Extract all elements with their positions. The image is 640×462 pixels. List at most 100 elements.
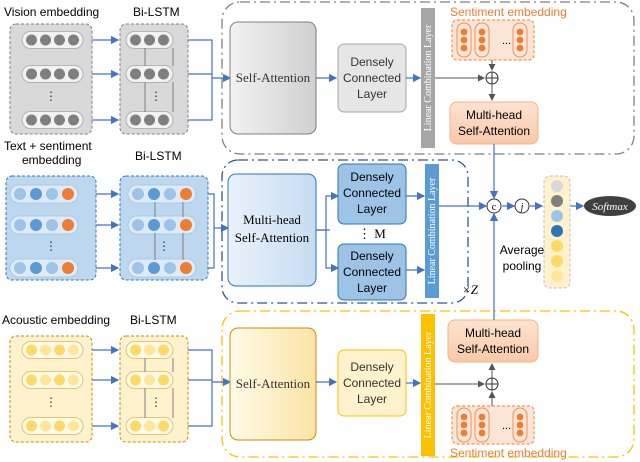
linear-comb-mid-label: Linear Combination Layer — [427, 177, 438, 284]
vision-module-border — [221, 1, 635, 155]
acou-emb-row-2-dot — [68, 420, 79, 432]
text-lstm-row-2-pill — [127, 258, 197, 278]
pooled-dot — [551, 225, 563, 237]
text-emb-row-2-dot — [46, 262, 58, 274]
sentiment-bot-dot — [516, 421, 524, 429]
mha-bot-l1: Multi-head — [465, 326, 521, 340]
vision-lstm-row-0-dot — [144, 34, 155, 46]
acou-emb-row-0-dot — [68, 344, 79, 356]
concat-circle — [486, 198, 502, 214]
acou-lstm-row-0-dot — [130, 344, 141, 356]
mha-top-l2: Self-Attention — [458, 124, 530, 138]
bilstm-label-1: Bi-LSTM — [133, 5, 180, 19]
vision-lstm-vdots: ⋮ — [150, 89, 162, 103]
sentiment-bot-dot — [460, 421, 468, 429]
sentiment-bot-dot — [516, 413, 524, 421]
pooled-dot — [551, 255, 563, 267]
sentiment-bot-dot — [478, 413, 486, 421]
sentiment-top-vectors — [456, 22, 528, 58]
vision-emb-row-2-pill — [21, 111, 84, 129]
pooled-vector — [551, 180, 563, 282]
mha-top-l1: Multi-head — [466, 108, 522, 122]
concat-symbol: c — [492, 202, 497, 213]
vision-emb-row-1-dot — [40, 68, 51, 80]
pooled-dot — [551, 270, 563, 282]
sentiment-bot-dot — [460, 429, 468, 437]
text-lstm-row-2-dot — [180, 262, 192, 274]
text-lstm-row-2-dot — [164, 262, 176, 274]
average-pooling-l1: Average — [500, 243, 545, 257]
dense-top-l3: Layer — [357, 87, 387, 101]
average-pooling-l2: pooling — [503, 259, 542, 273]
text-emb-row-1-pill — [9, 215, 79, 235]
text-emb-row-2-pill — [9, 258, 79, 278]
sentiment-top-dot — [516, 44, 524, 52]
sentiment-top-dot — [478, 28, 486, 36]
vision-lstm-row-2-dot — [158, 114, 169, 126]
text-lstm-row-2-dot — [132, 262, 144, 274]
text-emb-row-2-dot — [30, 262, 42, 274]
acou-emb-row-1-dot — [68, 374, 79, 386]
text-sentiment-label-1: Text + sentiment — [4, 139, 92, 153]
sentiment-top-dot — [460, 28, 468, 36]
text-emb-vdots: ⋮ — [45, 239, 57, 253]
dense-mid1-l2: Connected — [343, 186, 401, 200]
vision-emb-row-0-dot — [40, 34, 51, 46]
self-attention-bot-box — [229, 327, 317, 441]
self-attention-bot-label: Self-Attention — [236, 376, 311, 391]
embedding-to-bilstm-arrows — [92, 35, 120, 431]
acou-emb-row-0-pill — [21, 341, 84, 359]
bilstm-label-2: Bi-LSTM — [135, 149, 182, 163]
dense-mid-1-box — [337, 163, 407, 225]
vision-emb-row-1-dot — [54, 68, 65, 80]
text-emb-row-1-dot — [46, 219, 58, 231]
text-emb-row-1-dot — [30, 219, 42, 231]
pooled-dot — [551, 240, 563, 252]
vision-emb-row-1-dot — [68, 68, 79, 80]
sentiment-bot-dot — [478, 421, 486, 429]
dense-mid2-l2: Connected — [343, 265, 401, 279]
acoustic-embedding-panel — [9, 335, 93, 443]
bilstm-to-attention-arrows — [188, 39, 232, 427]
text-lstm-row-0-pill — [127, 184, 197, 204]
m-label: ⋮ M — [358, 226, 386, 241]
text-lstm-row-1-dot — [164, 219, 176, 231]
bilstm-label-3: Bi-LSTM — [130, 313, 177, 327]
text-emb-row-0-dot — [62, 188, 74, 200]
text-lstm-row-1-dot — [132, 219, 144, 231]
acou-emb-row-0-dot — [40, 344, 51, 356]
text-emb-row-2-dot — [62, 262, 74, 274]
dense-top-l2: Connected — [343, 71, 401, 85]
dense-mid-2-box — [337, 243, 407, 301]
sentiment-flow-arrows — [435, 60, 496, 406]
vision-emb-row-2-dot — [26, 114, 37, 126]
pool-symbol: j — [519, 202, 524, 213]
vision-emb-row-2-dot — [68, 114, 79, 126]
sentiment-top-dot — [516, 28, 524, 36]
softmax-label: Softmax — [592, 201, 628, 213]
times-z-label: ×Z — [462, 282, 479, 297]
acou-lstm-row-1-dot — [158, 374, 169, 386]
text-lstm-row-1-dot — [148, 219, 160, 231]
mha-mid-label-1: Multi-head — [243, 212, 301, 227]
plus-circle-top — [485, 71, 499, 85]
vision-emb-row-1-dot — [26, 68, 37, 80]
dense-bot-l1: Densely — [350, 360, 393, 374]
dense-top-l1: Densely — [350, 55, 393, 69]
acou-lstm-row-0-dot — [158, 344, 169, 356]
acou-lstm-row-2-dot — [130, 420, 141, 432]
acou-emb-row-0-dot — [54, 344, 65, 356]
acou-emb-row-2-dot — [40, 420, 51, 432]
self-attention-top-label: Self-Attention — [236, 70, 311, 85]
vision-emb-row-0-dot — [54, 34, 65, 46]
acoustic-bilstm-vectors — [125, 341, 174, 435]
acou-emb-row-0-dot — [26, 344, 37, 356]
text-emb-row-2-dot — [14, 262, 26, 274]
acou-lstm-row-1-dot — [144, 374, 155, 386]
sentiment-bot-dot — [478, 429, 486, 437]
sentiment-top-dots: ... — [502, 35, 511, 47]
sentiment-bot-dot — [516, 429, 524, 437]
sentiment-top-label: Sentiment embedding — [450, 5, 567, 19]
pool-circle — [514, 198, 530, 214]
